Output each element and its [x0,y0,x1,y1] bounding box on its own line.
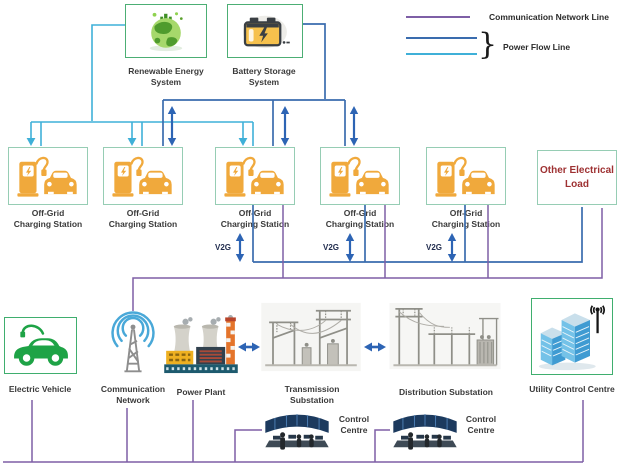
charging-station-label-4: Off-Grid Charging Station [325,208,395,230]
charging-station-label-3: Off-Grid Charging Station [220,208,290,230]
v2g-label-1: V2G [214,243,231,252]
communication-network-icon [105,298,161,378]
battery-double-arrows [167,106,359,146]
electric-vehicle-box [4,317,77,374]
v2g-label-2: V2G [322,243,339,252]
charging-station-label-1: Off-Grid Charging Station [13,208,83,230]
renewable-energy-box [125,4,207,58]
other-electrical-load-label: Other Electrical Load [540,165,614,190]
legend-power-line-renewable [406,53,477,55]
distribution-substation-label: Distribution Substation [399,387,493,397]
charging-station-box-2 [103,147,183,205]
charging-station-icon [329,156,389,197]
charging-station-icon [112,156,172,197]
legend-communication-label: Communication Network Line [489,12,609,22]
control-centre-image-1 [262,406,332,454]
distribution-substation-image [388,303,502,375]
v2g-lines [252,205,583,263]
charging-station-label-5: Off-Grid Charging Station [431,208,501,230]
other-electrical-load-box: Other Electrical Load [537,150,617,205]
charging-station-box-3 [215,147,295,205]
v2g-label-3: V2G [425,243,442,252]
renewable-arrowheads [26,138,248,146]
utility-buildings-icon [538,304,606,370]
renewable-energy-label: Renewable Energy System [128,66,204,88]
utility-control-centre-box [531,298,613,375]
utility-control-centre-label: Utility Control Centre [529,384,615,394]
transmission-substation-image [260,299,362,375]
renewable-energy-icon [149,12,183,52]
transmission-substation-label: Transmission Substation [284,384,340,406]
legend-power-label: Power Flow Line [503,42,571,52]
legend-communication-line [406,16,470,18]
electric-vehicle-icon [13,324,68,366]
charging-station-label-2: Off-Grid Charging Station [108,208,178,230]
charging-station-box-5 [426,147,506,205]
electric-vehicle-label: Electric Vehicle [8,384,72,394]
charging-station-icon [224,156,284,197]
legend-power-line-battery [406,37,477,39]
communication-network-label: Communication Network [100,384,166,406]
battery-icon [243,15,290,49]
charging-station-icon [17,156,77,197]
charging-station-icon [435,156,495,197]
control-centre-image-2 [390,406,460,454]
battery-storage-label: Battery Storage System [232,66,296,88]
charging-station-box-1 [8,147,88,205]
control-centre-label-1: Control Centre [338,414,370,436]
power-plant-label: Power Plant [176,387,226,397]
legend-brace: } [478,27,498,62]
power-plant-icon [164,314,238,376]
control-centre-label-2: Control Centre [465,414,497,436]
battery-storage-box [227,4,303,58]
charging-station-box-4 [320,147,400,205]
